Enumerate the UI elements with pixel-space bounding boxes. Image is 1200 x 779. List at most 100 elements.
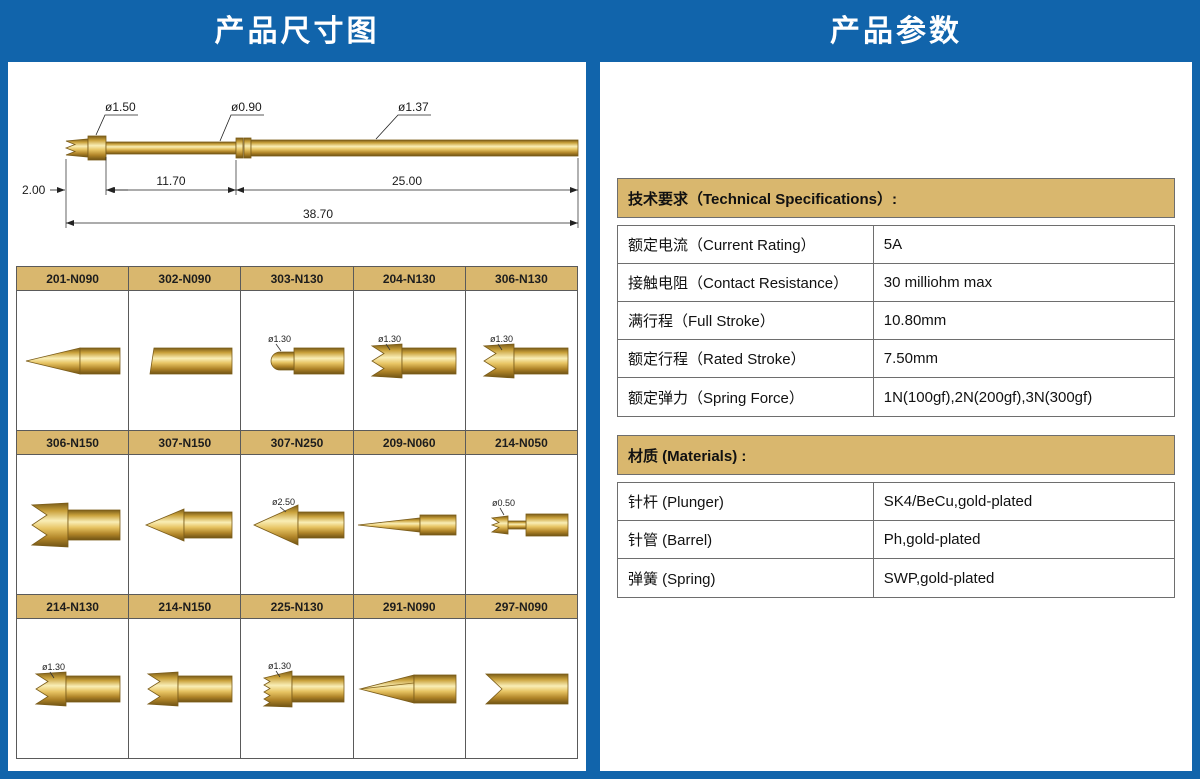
tip-cell: ø0.50: [465, 455, 578, 595]
tip-model-label: 291-N090: [353, 595, 466, 619]
tip-cell: [353, 619, 466, 759]
dia-shaft-label: ø0.90: [231, 100, 262, 114]
tip-graphic-flat: [149, 347, 233, 374]
left-panel-title: 产品尺寸图: [214, 15, 380, 48]
tip-cell: ø1.30: [465, 291, 578, 431]
spec-row-label: 满行程（Full Stroke）: [618, 302, 874, 339]
tip-model-label: 209-N060: [353, 431, 466, 455]
tip-model-label: 201-N090: [17, 267, 130, 291]
tip-cell: ø1.30: [241, 619, 354, 759]
dimension-lines: [50, 187, 578, 226]
spec-row-value: 1N(100gf),2N(200gf),3N(300gf): [883, 388, 1093, 406]
spec-row: 满行程（Full Stroke） 10.80mm: [618, 302, 1174, 340]
spec-row-value: 5A: [883, 236, 903, 253]
tip-model-label: 306-N130: [465, 267, 578, 291]
spec-row-label: 额定行程（Rated Stroke）: [618, 340, 874, 377]
spec-table-rows: 额定电流（Current Rating） 5A 接触电阻（Contact Res…: [617, 225, 1175, 417]
technical-specifications-table: 技术要求（Technical Specifications）: 额定电流（Cur…: [617, 178, 1175, 417]
material-row-label: 针杆 (Plunger): [618, 483, 874, 520]
spec-row: 接触电阻（Contact Resistance） 30 milliohm max: [618, 264, 1174, 302]
tip-dim-label: ø0.50: [492, 498, 515, 508]
tip-cell: [129, 291, 242, 431]
len-tip-label: 2.00: [22, 183, 46, 197]
tip-cell: [17, 455, 130, 595]
tip-dim-label: ø1.30: [268, 334, 291, 344]
tip-model-label: 225-N130: [241, 595, 354, 619]
material-row-label: 弹簧 (Spring): [618, 559, 874, 597]
probe-barrel: [250, 139, 579, 157]
tip-model-label: 306-N150: [17, 431, 130, 455]
tip-dim-label: ø1.30: [268, 661, 291, 671]
tip-model-label: 214-N050: [465, 431, 578, 455]
tip-graphic-needle: [358, 514, 457, 535]
tip-cell: ø2.50: [241, 455, 354, 595]
spec-row-value: 7.50mm: [883, 350, 938, 367]
tip-dim-label: ø1.30: [490, 334, 513, 344]
probe-ring-2: [243, 137, 252, 159]
probe-thin-shaft: [105, 141, 237, 155]
tip-cell: [465, 619, 578, 759]
tip-dim-label: ø1.30: [42, 662, 65, 672]
tip-cell: [129, 455, 242, 595]
tip-graphic-dome: ø1.30: [268, 334, 345, 374]
tip-style-grid: 201-N090 302-N090 303-N130 204-N130 306-…: [16, 266, 578, 759]
len-total-label: 38.70: [303, 207, 333, 221]
probe-ring-1: [235, 137, 244, 159]
tip-graphic-crown: ø1.30: [483, 334, 569, 378]
tip-model-label: 302-N090: [129, 267, 242, 291]
spec-row-label: 额定弹力（Spring Force）: [618, 378, 874, 416]
tip-cell: [353, 455, 466, 595]
materials-table: 材质 (Materials) : 针杆 (Plunger) SK4/BeCu,g…: [617, 435, 1175, 598]
spec-row-value: 30 milliohm max: [883, 274, 993, 291]
spec-row: 额定行程（Rated Stroke） 7.50mm: [618, 340, 1174, 378]
tip-graphic-crown: ø1.30: [370, 334, 457, 378]
dimension-diagram-panel: ø1.50 ø0.90 ø1.37 2.00 11.70 25.00 38.70…: [8, 62, 586, 771]
tip-graphic-cone-large: ø2.50: [253, 497, 345, 546]
spec-row-label: 额定电流（Current Rating）: [618, 226, 874, 263]
spec-table-title: 技术要求（Technical Specifications）:: [617, 178, 1175, 218]
parameters-panel: 技术要求（Technical Specifications）: 额定电流（Cur…: [600, 62, 1192, 771]
material-row: 弹簧 (Spring) SWP,gold-plated: [618, 559, 1174, 597]
material-row-label: 针管 (Barrel): [618, 521, 874, 558]
probe-collar: [87, 135, 107, 161]
tip-cell: [129, 619, 242, 759]
probe-dimension-drawing: ø1.50 ø0.90 ø1.37 2.00 11.70 25.00 38.70: [22, 100, 579, 228]
tip-graphic-crown: [146, 671, 233, 706]
tip-model-label: 303-N130: [241, 267, 354, 291]
tip-model-label: 214-N150: [129, 595, 242, 619]
dia-tip-label: ø1.50: [105, 100, 136, 114]
materials-table-rows: 针杆 (Plunger) SK4/BeCu,gold-plated 针管 (Ba…: [617, 482, 1175, 598]
probe-crown-tip: [64, 138, 89, 158]
material-row-value: SK4/BeCu,gold-plated: [883, 493, 1033, 510]
spec-row: 额定电流（Current Rating） 5A: [618, 226, 1174, 264]
material-row: 针杆 (Plunger) SK4/BeCu,gold-plated: [618, 483, 1174, 521]
tip-model-label: 307-N250: [241, 431, 354, 455]
leader-lines: [95, 114, 431, 142]
tip-dim-label: ø1.30: [378, 334, 401, 344]
tip-model-label: 204-N130: [353, 267, 466, 291]
tip-graphic-serrated: ø1.30: [262, 661, 345, 707]
tip-cell: ø1.30: [17, 619, 130, 759]
tip-graphic-cone-step: [144, 507, 233, 542]
extension-lines: [65, 157, 579, 228]
tip-model-label: 307-N150: [129, 431, 242, 455]
dia-barrel-label: ø1.37: [398, 100, 429, 114]
tip-cell: [17, 291, 130, 431]
spec-row: 额定弹力（Spring Force） 1N(100gf),2N(200gf),3…: [618, 378, 1174, 416]
spec-row-label: 接触电阻（Contact Resistance）: [618, 264, 874, 301]
material-row-value: SWP,gold-plated: [883, 569, 995, 587]
tip-cell: ø1.30: [353, 291, 466, 431]
materials-table-title: 材质 (Materials) :: [617, 435, 1175, 475]
material-row: 针管 (Barrel) Ph,gold-plated: [618, 521, 1174, 559]
len-barrel-label: 25.00: [392, 174, 422, 188]
spec-row-value: 10.80mm: [883, 312, 947, 329]
tip-cell: ø1.30: [241, 291, 354, 431]
tip-graphic-pencil: [358, 673, 457, 704]
tip-dim-label: ø2.50: [272, 497, 295, 507]
tip-graphic-crown-large: [30, 502, 120, 547]
tip-graphic-cup: [485, 673, 569, 704]
tip-model-label: 214-N130: [17, 595, 130, 619]
tip-graphic-crown-small: ø0.50: [491, 498, 569, 536]
tip-graphic-crown: ø1.30: [34, 662, 120, 706]
